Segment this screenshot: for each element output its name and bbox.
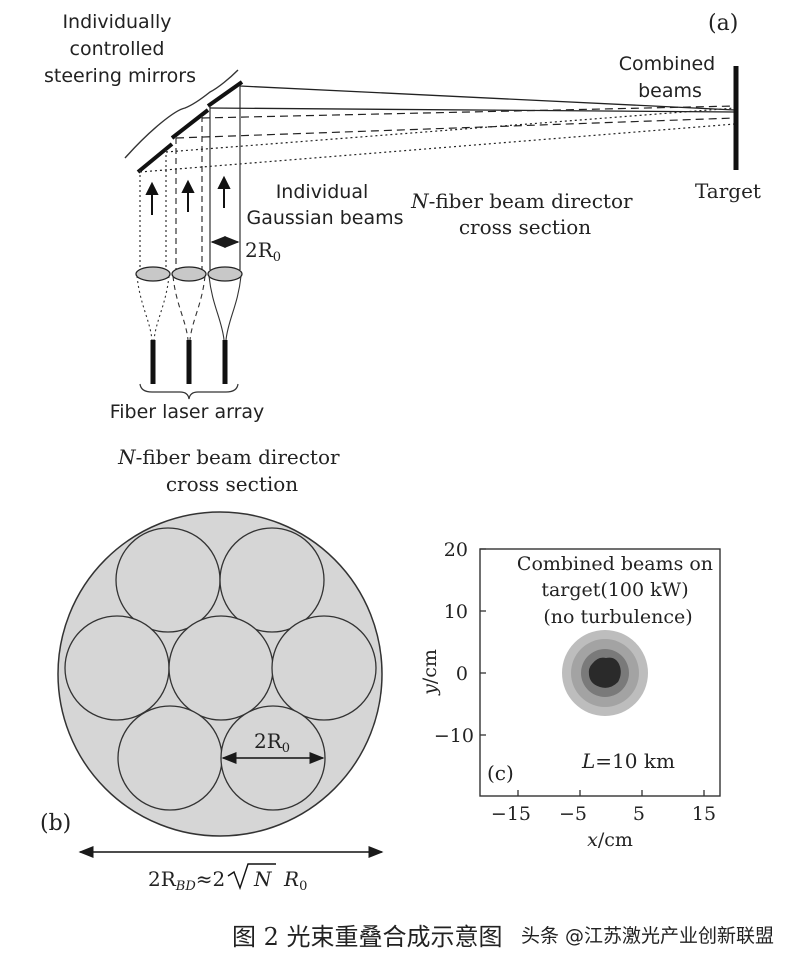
cone-1: [136, 275, 170, 341]
svg-text:N: N: [253, 867, 273, 891]
x-tick-marks: [517, 790, 705, 796]
diameter-formula: 2RBD≈2 N R0: [148, 863, 307, 894]
figure-caption: 图 2 光束重叠合成示意图: [232, 923, 503, 951]
beam-dotted-bottom: [139, 123, 736, 173]
watermark: 头条 @江苏激光产业创新联盟: [521, 925, 774, 947]
cone-2: [172, 275, 206, 341]
mirror-2: [170, 108, 210, 140]
y-tick-marks: [480, 548, 486, 736]
svg-text:R0: R0: [283, 867, 307, 894]
beam-dotted-top: [165, 107, 736, 153]
sub-aperture-center: [168, 615, 274, 721]
sub-aperture-top-right: [219, 527, 325, 633]
svg-text:2RBD≈2: 2RBD≈2: [148, 867, 225, 894]
gaussian-label: Individual Gaussian beams: [246, 181, 403, 229]
panel-c: 20 10 0 −10 −15 −5 5 15 x/cm y/cm Combin…: [419, 539, 721, 851]
y-tick-labels: 20 10 0 −10: [434, 539, 474, 747]
sqrt-sign: [227, 863, 276, 891]
beam-dashed-bottom: [175, 117, 736, 139]
fiber-array-label: Fiber laser array: [110, 401, 265, 423]
x-tick-labels: −15 −5 5 15: [491, 803, 716, 825]
distance-label: L=10 km: [581, 749, 675, 773]
sub-aperture-top-left: [115, 527, 221, 633]
mirrors-brace: [124, 69, 239, 159]
radius-label-b: 2R0: [254, 729, 290, 756]
sub-aperture-right: [271, 615, 377, 721]
plot-title: Combined beams on target(100 kW) (no tur…: [517, 553, 719, 628]
x-axis-label: x/cm: [587, 829, 633, 851]
mirror-1: [136, 142, 174, 174]
beam-spot: [562, 630, 648, 716]
sub-aperture-bottom-left: [117, 705, 223, 811]
mirror-3: [206, 80, 244, 108]
y-axis-label: y/cm: [419, 649, 441, 696]
panel-a: (a) Individually controlled steering mir…: [44, 11, 761, 423]
director-label: N-fiber beam director cross section: [410, 189, 639, 239]
lens-1: [135, 266, 171, 282]
cone-3: [208, 275, 242, 341]
panel-b-label: (b): [40, 811, 71, 836]
panel-a-label: (a): [708, 11, 738, 36]
beam-solid-top: [239, 85, 736, 111]
target-label: Target: [695, 179, 761, 203]
spot-core: [588, 657, 621, 688]
beam-dashed-top: [201, 105, 736, 119]
panel-b: N-fiber beam director cross section 2R0 …: [40, 445, 384, 894]
radius-label-a: 2R0: [245, 238, 281, 265]
up-arrows: [145, 175, 231, 215]
lens-2: [171, 266, 207, 282]
combined-beams-label: Combined beams: [619, 53, 722, 102]
lens-3: [207, 266, 243, 282]
mirrors-label: Individually controlled steering mirrors: [44, 11, 196, 87]
panel-b-title: N-fiber beam director cross section: [117, 445, 346, 496]
beam-solid-bottom: [209, 107, 736, 113]
sub-aperture-left: [64, 615, 170, 721]
panel-c-label: (c): [487, 761, 514, 785]
array-brace: [139, 383, 239, 400]
